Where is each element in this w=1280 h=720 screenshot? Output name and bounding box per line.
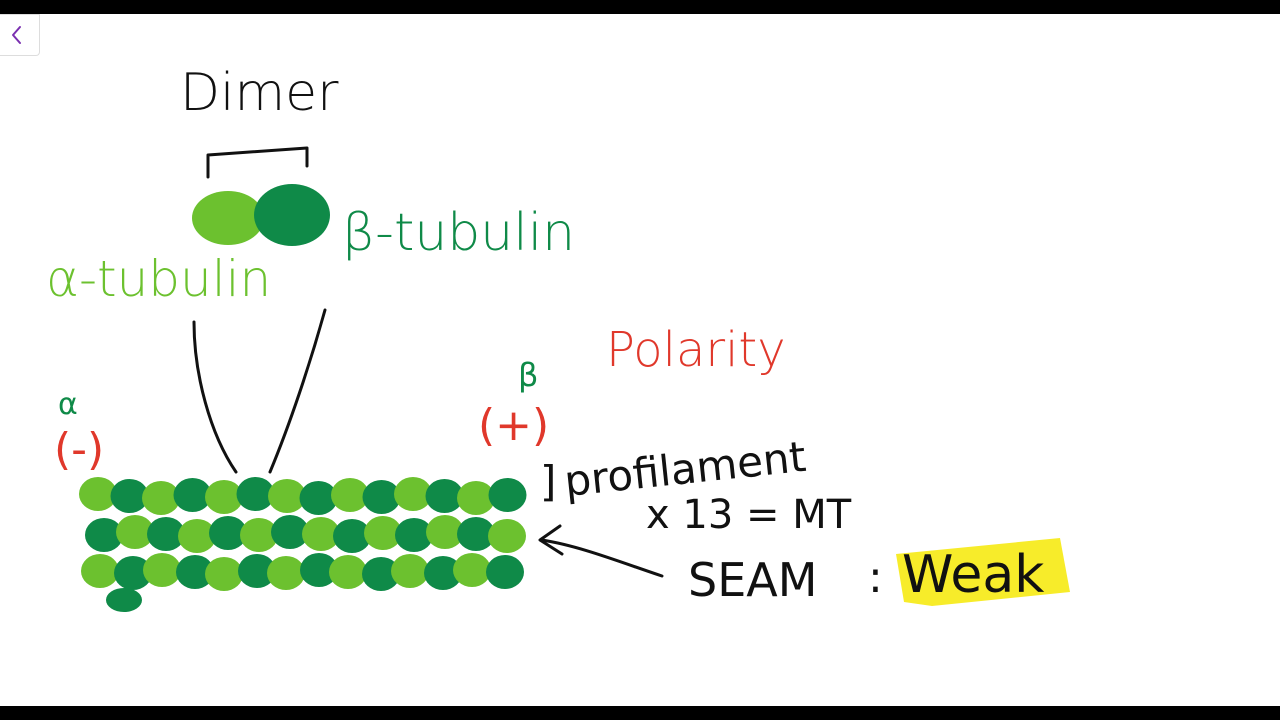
zoom-line-right: [268, 308, 327, 474]
tubulin-subunit: [457, 481, 495, 515]
tubulin-subunit: [267, 556, 305, 590]
tubulin-subunit: [142, 481, 180, 515]
times-13-label: x 13 = MT: [646, 492, 852, 538]
beta-tubulin-blob: [254, 184, 330, 246]
dimer-label: Dimer: [180, 63, 339, 123]
tubulin-subunit: [488, 478, 527, 512]
tubulin-subunit: [81, 554, 119, 588]
diagram-drawing: Dimer β-tubulin α-tubulin Polarity α (-)…: [46, 63, 1070, 612]
tubulin-subunit: [333, 519, 371, 553]
tubulin-subunit: [173, 478, 212, 512]
tubulin-subunit: [329, 555, 367, 589]
tubulin-subunit: [268, 479, 306, 513]
tubulin-subunit: [395, 518, 433, 552]
alpha-tubulin-label: α-tubulin: [46, 250, 271, 308]
tubulin-subunit: [114, 556, 152, 590]
seam-arrow: [540, 538, 664, 578]
tubulin-subunit: [300, 553, 338, 587]
tubulin-subunit: [488, 519, 526, 553]
tubulin-subunit: [394, 477, 432, 511]
profilament-bracket: ]: [540, 457, 556, 506]
tubulin-subunit: [424, 556, 462, 590]
weak-highlight: [896, 538, 1070, 606]
tubulin-subunit: [453, 553, 491, 587]
tubulin-subunit: [85, 518, 123, 552]
beta-symbol: β: [518, 356, 538, 394]
chevron-left-icon: [12, 26, 21, 44]
tubulin-subunit: [79, 477, 117, 511]
whiteboard-canvas: Dimer β-tubulin α-tubulin Polarity α (-)…: [0, 14, 1280, 706]
tubulin-subunit: [457, 517, 495, 551]
beta-tubulin-label: β-tubulin: [342, 203, 575, 263]
back-button[interactable]: [0, 14, 40, 56]
tubulin-subunit: [362, 480, 401, 514]
tubulin-subunit: [271, 515, 309, 549]
tubulin-subunit: [302, 517, 340, 551]
tubulin-subunit: [426, 515, 464, 549]
polarity-label: Polarity: [606, 322, 786, 378]
tubulin-subunit: [299, 481, 338, 515]
tubulin-subunit: [176, 555, 214, 589]
dimer-bracket: [206, 146, 309, 179]
tubulin-subunit: [143, 553, 181, 587]
tubulin-subunit: [425, 479, 464, 513]
tubulin-subunit: [106, 588, 142, 612]
tubulin-subunit: [110, 479, 149, 513]
zoom-line-left: [192, 320, 238, 474]
tubulin-subunit: [147, 517, 185, 551]
seam-colon: :: [868, 552, 883, 603]
tubulin-subunit: [205, 557, 243, 591]
seam-arrow-head: [538, 524, 564, 556]
microtubule-filament: [79, 477, 527, 612]
seam-label: SEAM: [688, 553, 817, 607]
alpha-symbol: α: [58, 387, 78, 422]
tubulin-subunit: [238, 554, 276, 588]
tubulin-subunit: [362, 557, 400, 591]
tubulin-subunit: [209, 516, 247, 550]
tubulin-subunit: [116, 515, 154, 549]
tubulin-subunit: [331, 478, 369, 512]
tubulin-subunit: [240, 518, 278, 552]
tubulin-subunit: [236, 477, 275, 511]
tubulin-subunit: [391, 554, 429, 588]
tubulin-subunit: [486, 555, 524, 589]
tubulin-subunit: [364, 516, 402, 550]
plus-end-label: (+): [478, 400, 549, 451]
weak-label: Weak: [902, 545, 1044, 605]
tubulin-subunit: [178, 519, 216, 553]
tubulin-subunit: [205, 480, 243, 514]
alpha-tubulin-blob: [192, 191, 264, 245]
minus-end-label: (-): [54, 424, 104, 475]
